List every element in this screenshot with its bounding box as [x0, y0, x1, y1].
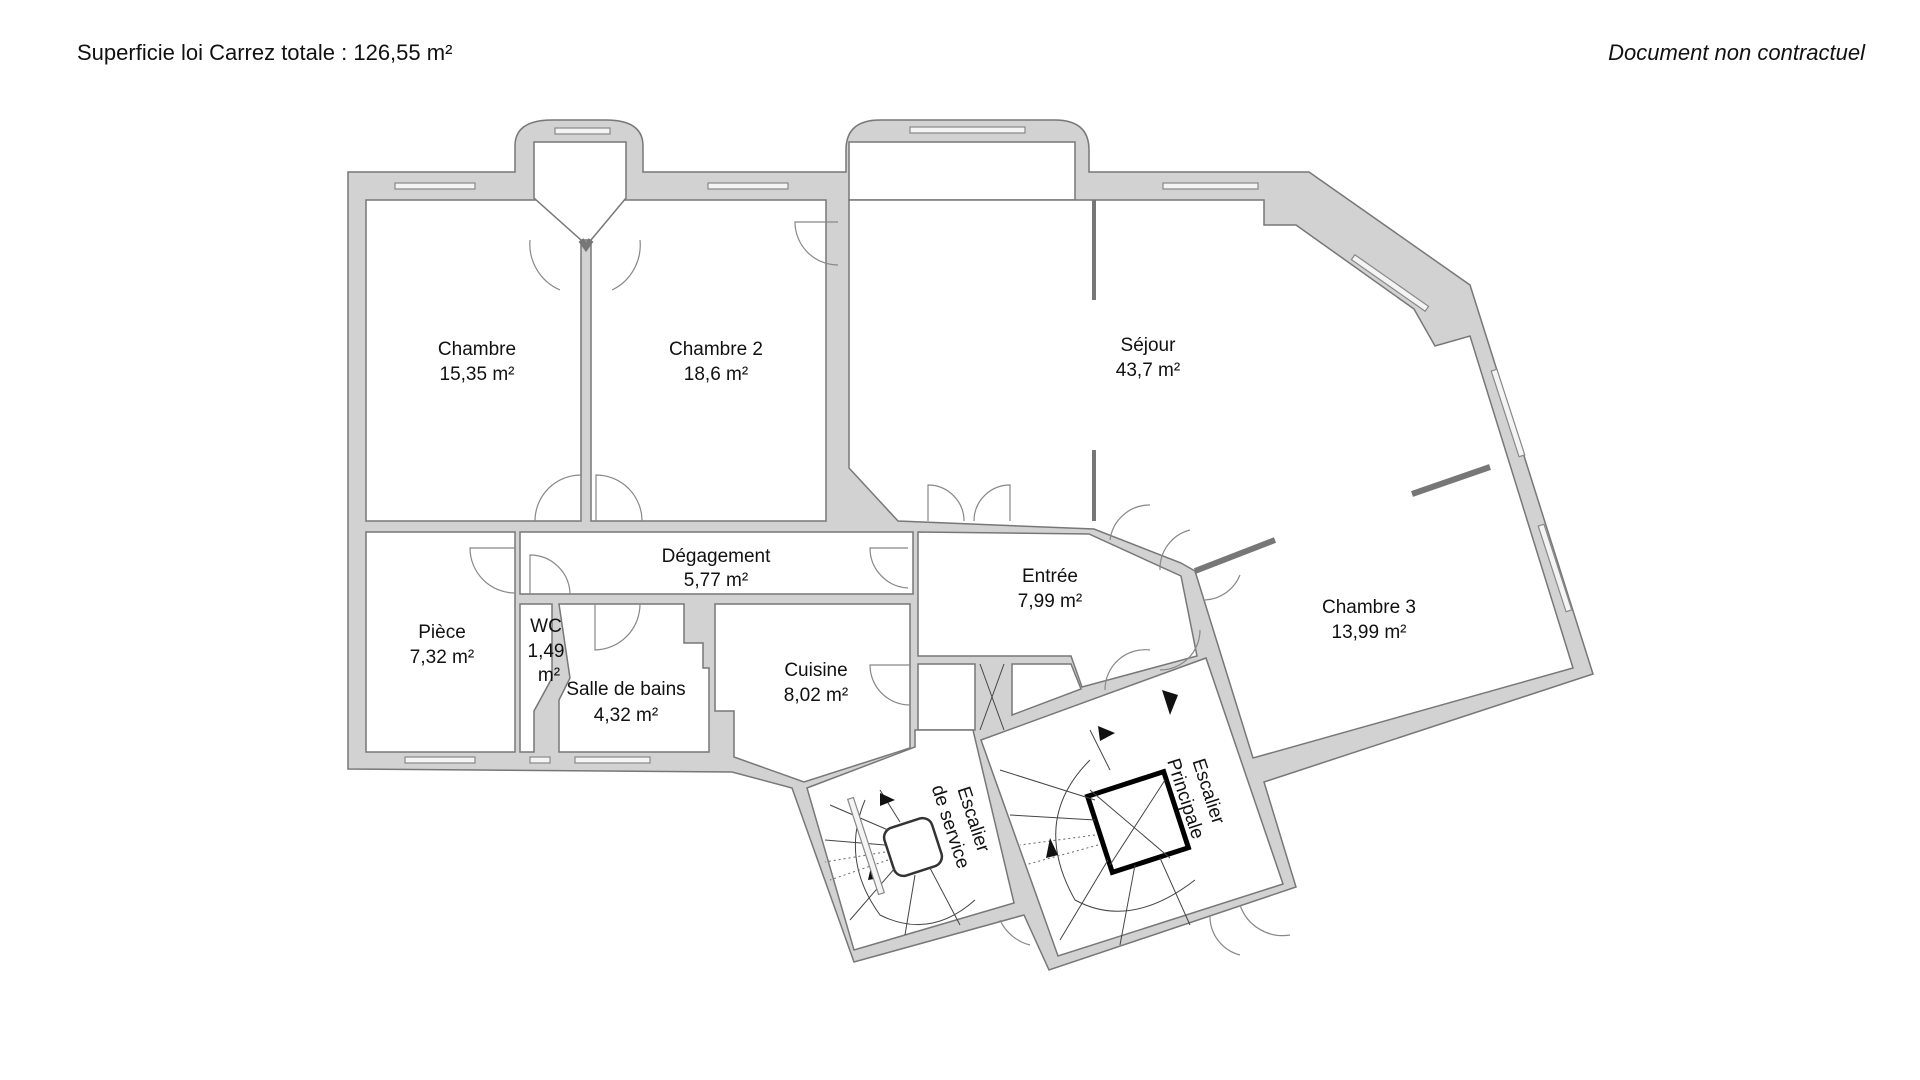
room-area-wc: 1,49 — [528, 641, 565, 662]
chambre3-partition — [1411, 464, 1491, 497]
room-name-sejour: Séjour — [1121, 335, 1177, 356]
room-piece — [365, 531, 516, 753]
room-area-salle-de-bains: 4,32 m² — [594, 705, 658, 726]
room-name-chambre: Chambre — [438, 339, 516, 360]
room-salle-de-bains — [558, 603, 710, 753]
room-area-cuisine: 8,02 m² — [784, 685, 848, 706]
room-degagement — [519, 531, 914, 595]
room-area-chambre-3: 13,99 m² — [1332, 622, 1407, 643]
room-chambre — [365, 199, 582, 522]
room-chambre-2 — [590, 199, 827, 522]
doors — [469, 221, 1291, 956]
disclaimer-label: Document non contractuel — [1608, 40, 1865, 65]
closet — [917, 663, 976, 731]
room-area-entree: 7,99 m² — [1018, 591, 1082, 612]
room-name-piece: Pièce — [418, 622, 466, 643]
windows — [394, 126, 1573, 896]
room-name-cuisine: Cuisine — [784, 660, 847, 681]
total-area-label: Superficie loi Carrez totale : 126,55 m² — [77, 40, 453, 65]
stair-service-steps — [824, 789, 976, 936]
room-area-sejour: 43,7 m² — [1116, 360, 1180, 381]
room-cuisine — [714, 603, 911, 783]
chambre3-partition — [1193, 537, 1277, 574]
stair-principale-steps — [999, 690, 1196, 946]
room-name-wc: WC — [530, 616, 562, 637]
room-name-degagement: Dégagement — [662, 546, 772, 567]
room-sejour-chambre-3 — [848, 199, 1574, 759]
room-name-salle-de-bains: Salle de bains — [566, 679, 685, 700]
room-name-chambre-2: Chambre 2 — [669, 339, 763, 360]
room-area-piece: 7,32 m² — [410, 647, 474, 668]
room-area-chambre-2: 18,6 m² — [684, 364, 748, 385]
room-name-chambre-3: Chambre 3 — [1322, 597, 1416, 618]
room-area-unit-wc: m² — [538, 665, 560, 686]
bay-partition — [578, 238, 594, 253]
room-area-degagement: 5,77 m² — [684, 570, 748, 591]
room-wc — [519, 603, 553, 753]
duct-cross — [979, 663, 1005, 731]
room-entree — [917, 531, 1198, 688]
room-name-entree: Entrée — [1022, 566, 1078, 587]
bay-sejour — [848, 141, 1076, 201]
closet — [1011, 663, 1082, 717]
room-area-chambre: 15,35 m² — [440, 364, 515, 385]
